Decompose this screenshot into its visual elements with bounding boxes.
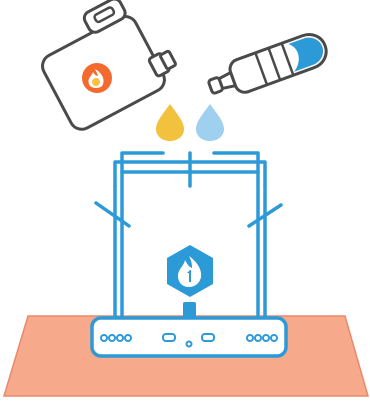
- water-bottle-icon: [205, 30, 331, 104]
- fuel-drop-icon: [156, 104, 184, 141]
- hexagon-flame-badge-icon: [167, 245, 213, 297]
- device-left-wing: [96, 203, 129, 226]
- base-plate: [92, 318, 286, 356]
- device-base: [92, 318, 286, 356]
- water-drop-icon: [196, 104, 224, 141]
- flame-icon: [82, 63, 112, 93]
- flame-core: [92, 78, 100, 86]
- bottle-cap: [208, 77, 223, 94]
